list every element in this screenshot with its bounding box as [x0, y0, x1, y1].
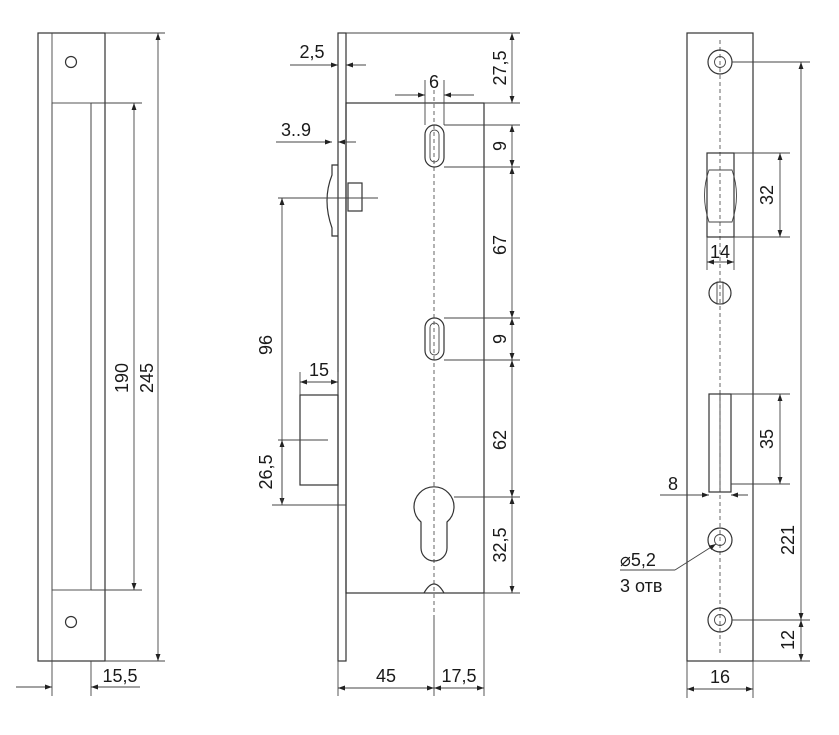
latch-opening: [706, 152, 735, 238]
dim-label-slot-height-top: 9: [490, 141, 510, 151]
hole-diameter-label: ⌀5,2: [620, 550, 656, 570]
dim-label-faceplate-thickness: 2,5: [299, 42, 324, 62]
striker-plate-recess: [51, 102, 92, 591]
hole-count-label: 3 отв: [620, 576, 662, 596]
dim-label-hole-edge-offset: 12: [778, 630, 798, 650]
dim-label-190: 190: [112, 363, 132, 393]
right-view-faceplate: 32 14 35 8 ⌀5,2 3 отв 221 12 16: [620, 32, 810, 698]
middle-view-lock-body: 2,5 27,5 6 3..9 9 67 9 62 32,5: [256, 32, 520, 696]
screw-hole-mid-icon: [707, 527, 733, 553]
dim-label-slot-height-mid: 9: [490, 334, 510, 344]
left-view-striker-plate: 190 245 15,5: [16, 32, 165, 696]
faceplate: [337, 32, 347, 662]
striker-plate-outline: [37, 32, 106, 662]
mounting-hole-bottom-icon: [64, 615, 78, 629]
lock-case: [345, 102, 485, 594]
screw-slot: [716, 281, 724, 305]
dim-label-latch-distance: 96: [256, 335, 276, 355]
dim-label-latch-opening-height: 32: [757, 185, 777, 205]
dim-label-slot-spacing: 67: [490, 235, 510, 255]
dim-label-width: 15,5: [102, 666, 137, 686]
slot-top-inner: [429, 129, 440, 163]
dim-label-slot-width: 6: [429, 72, 439, 92]
screw-hole-mid-inner: [714, 534, 726, 546]
dim-label-245: 245: [137, 363, 157, 393]
latch-spindle: [347, 182, 363, 212]
latch-head: [704, 169, 737, 223]
slot-top-outer: [424, 124, 445, 168]
slot-mid-inner: [429, 322, 440, 356]
cylinder-keyhole: [413, 486, 455, 562]
dim-label-cylinder-offset: 17,5: [441, 666, 476, 686]
dim-label-backset: 45: [376, 666, 396, 686]
dim-label-latch-projection: 3..9: [281, 120, 311, 140]
dim-label-plate-width: 16: [710, 667, 730, 687]
slot-mid-outer: [424, 317, 445, 361]
faceplate-front: [686, 32, 754, 662]
mounting-hole-top-icon: [64, 55, 78, 69]
screw-hole-bottom-inner: [714, 614, 726, 626]
dim-label-slot-to-cylinder: 62: [490, 430, 510, 450]
latch-bolt: [326, 164, 338, 237]
dim-label-latch-opening-width: 14: [710, 242, 730, 262]
screw-hole-top-inner: [714, 56, 726, 68]
cylinder-cutout: [423, 583, 445, 594]
dim-label-bolt-width: 15: [309, 360, 329, 380]
dim-label-bolt-offset: 26,5: [256, 454, 276, 489]
dim-label-hole-spacing: 221: [778, 525, 798, 555]
dim-label-bolt-opening-height: 35: [757, 429, 777, 449]
dim-label-top-offset: 27,5: [490, 50, 510, 85]
dim-label-cylinder-bottom: 32,5: [490, 527, 510, 562]
leader-line: [674, 543, 717, 571]
dim-label-bolt-opening-width: 8: [668, 474, 678, 494]
